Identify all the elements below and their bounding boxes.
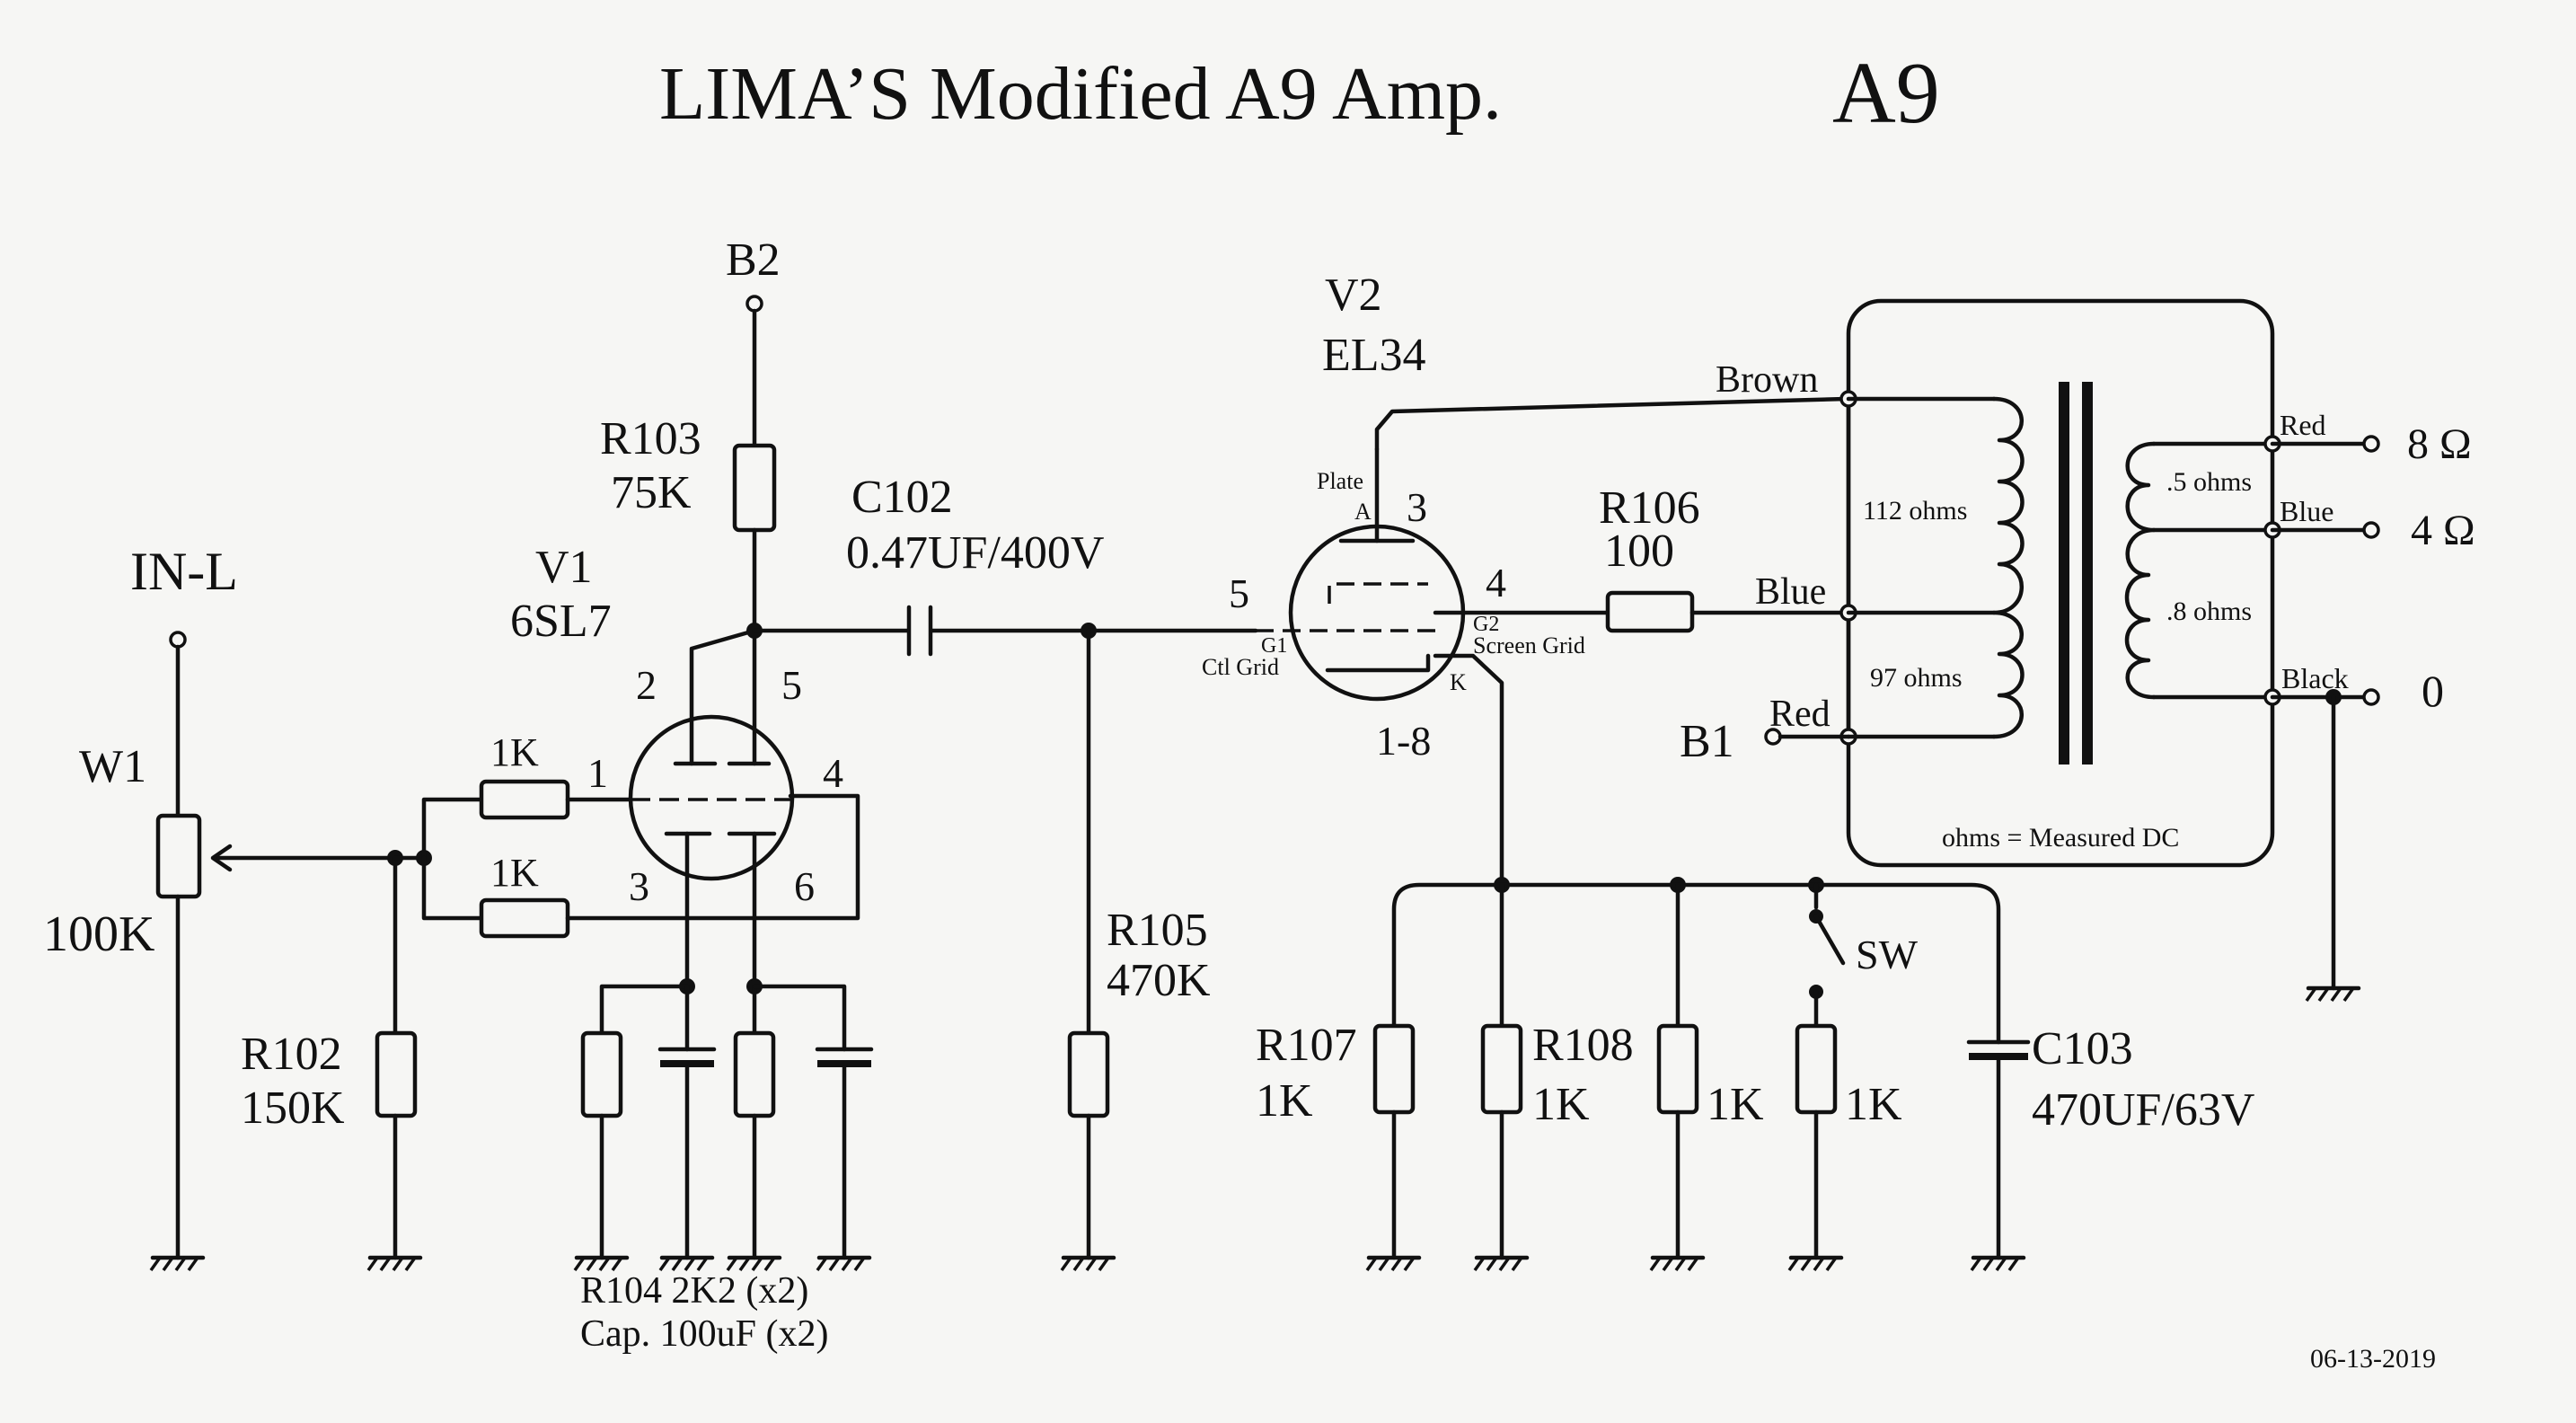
- grid-resistor-a-value: 1K: [490, 730, 539, 774]
- v2-pin-grid: 5: [1229, 570, 1249, 616]
- r103-ref: R103: [600, 413, 701, 464]
- diagram-tag: A9: [1832, 45, 1940, 142]
- v1-ref: V1: [535, 542, 593, 593]
- r106-value: 100: [1604, 526, 1674, 577]
- b2-terminal: [745, 295, 763, 448]
- v2-ref: V2: [1325, 270, 1382, 321]
- ground-symbol: [1649, 1255, 1706, 1272]
- ground-symbol: [1365, 1255, 1422, 1272]
- v2-pin-cathode: 1-8: [1376, 718, 1431, 764]
- ground-symbol: [1060, 1255, 1116, 1272]
- output-transformer: [1839, 298, 2380, 991]
- r107-value: 1K: [1256, 1075, 1313, 1127]
- c103-ref: C103: [2032, 1023, 2133, 1074]
- ground-symbol: [573, 1255, 630, 1272]
- v2-pin-screen: 4: [1486, 560, 1506, 605]
- input-terminal: [169, 631, 187, 818]
- r-sw-value: 1K: [1845, 1079, 1902, 1130]
- v2-pin-plate: 3: [1407, 484, 1427, 530]
- input-label: IN-L: [130, 542, 238, 601]
- v1-pin: 5: [781, 662, 802, 708]
- grid-resistor-network: [393, 779, 860, 939]
- b2-label: B2: [726, 234, 781, 286]
- v2-label-a: A: [1354, 499, 1372, 525]
- output-0-label: 0: [2422, 666, 2444, 716]
- v1-pin: 6: [794, 863, 815, 909]
- w1-value: 100K: [43, 906, 154, 962]
- w1-potentiometer: [155, 813, 398, 1260]
- sec-1-label: .5 ohms: [2166, 467, 2252, 497]
- ground-symbol: [816, 1255, 872, 1272]
- r105-resistor: [1067, 628, 1110, 1260]
- v2-type: EL34: [1322, 330, 1426, 381]
- ground-symbol: [149, 1255, 206, 1272]
- v2-label-k: K: [1450, 669, 1467, 695]
- v2-label-screen: Screen Grid: [1473, 632, 1585, 658]
- sec-2-label: .8 ohms: [2166, 597, 2252, 626]
- v1-pin: 1: [587, 750, 608, 796]
- primary-tap-label: Blue: [1755, 571, 1826, 613]
- sec-red-label: Red: [2280, 409, 2326, 441]
- ground-symbol: [2305, 985, 2361, 1003]
- r105-ref: R105: [1107, 905, 1208, 956]
- c102-value: 0.47UF/400V: [846, 527, 1104, 579]
- output-4-label: 4 Ω: [2411, 507, 2475, 554]
- v1-pin: 2: [636, 662, 657, 708]
- primary-bottom-label: Red: [1769, 694, 1831, 735]
- r102-resistor: [375, 850, 418, 1260]
- v2-tube: [1256, 396, 1848, 888]
- v2-label-g1: G1: [1261, 634, 1287, 658]
- v1-type: 6SL7: [510, 596, 612, 647]
- w1-ref: W1: [79, 741, 146, 792]
- ground-symbol: [1787, 1255, 1844, 1272]
- v1-pin: 3: [629, 863, 649, 909]
- ground-symbol: [1970, 1255, 2026, 1272]
- v1-pin: 4: [823, 750, 843, 796]
- diagram-title: LIMA’S Modified A9 Amp.: [659, 52, 1502, 136]
- r103-value: 75K: [611, 467, 692, 518]
- r106-resistor: [1605, 590, 1848, 633]
- r103-resistor: [732, 443, 777, 639]
- v2-label-ctl: Ctl Grid: [1202, 654, 1279, 680]
- b1-label: B1: [1680, 716, 1734, 767]
- c102-ref: C102: [851, 472, 953, 523]
- r102-value: 150K: [241, 1083, 345, 1134]
- output-8-label: 8 Ω: [2407, 420, 2472, 468]
- transformer-note: ohms = Measured DC: [1942, 823, 2179, 853]
- r-extra-value: 1K: [1707, 1079, 1764, 1130]
- b1-terminal: [1764, 728, 1851, 746]
- v2-label-plate: Plate: [1317, 468, 1363, 494]
- grid-resistor-b-value: 1K: [490, 851, 539, 895]
- v2-cathode-network: [1372, 877, 2031, 1260]
- sec-black-label: Black: [2281, 662, 2349, 694]
- sw-ref: SW: [1856, 932, 1919, 977]
- r108-ref: R108: [1532, 1020, 1634, 1071]
- r105-value: 470K: [1107, 955, 1211, 1006]
- ground-symbol: [366, 1255, 423, 1272]
- cathode-note-1: R104 2K2 (x2): [580, 1270, 808, 1312]
- winding-2-label: 97 ohms: [1870, 663, 1963, 693]
- ground-symbol: [1473, 1255, 1530, 1272]
- r107-ref: R107: [1256, 1020, 1357, 1071]
- primary-top-label: Brown: [1716, 359, 1818, 401]
- winding-1-label: 112 ohms: [1863, 496, 1967, 526]
- v1-cathode-network: [580, 978, 874, 1260]
- ground-symbol: [726, 1255, 782, 1272]
- v2-label-g2: G2: [1473, 613, 1499, 636]
- r108-value: 1K: [1532, 1079, 1590, 1130]
- c102-capacitor: [752, 605, 1258, 657]
- diagram-date: 06-13-2019: [2310, 1344, 2436, 1374]
- ground-symbol: [658, 1255, 715, 1272]
- r102-ref: R102: [241, 1029, 342, 1080]
- r106-ref: R106: [1599, 482, 1700, 534]
- v1-tube: [628, 628, 795, 989]
- cathode-note-2: Cap. 100uF (x2): [580, 1313, 829, 1355]
- sec-blue-label: Blue: [2280, 495, 2333, 527]
- c103-value: 470UF/63V: [2032, 1084, 2254, 1136]
